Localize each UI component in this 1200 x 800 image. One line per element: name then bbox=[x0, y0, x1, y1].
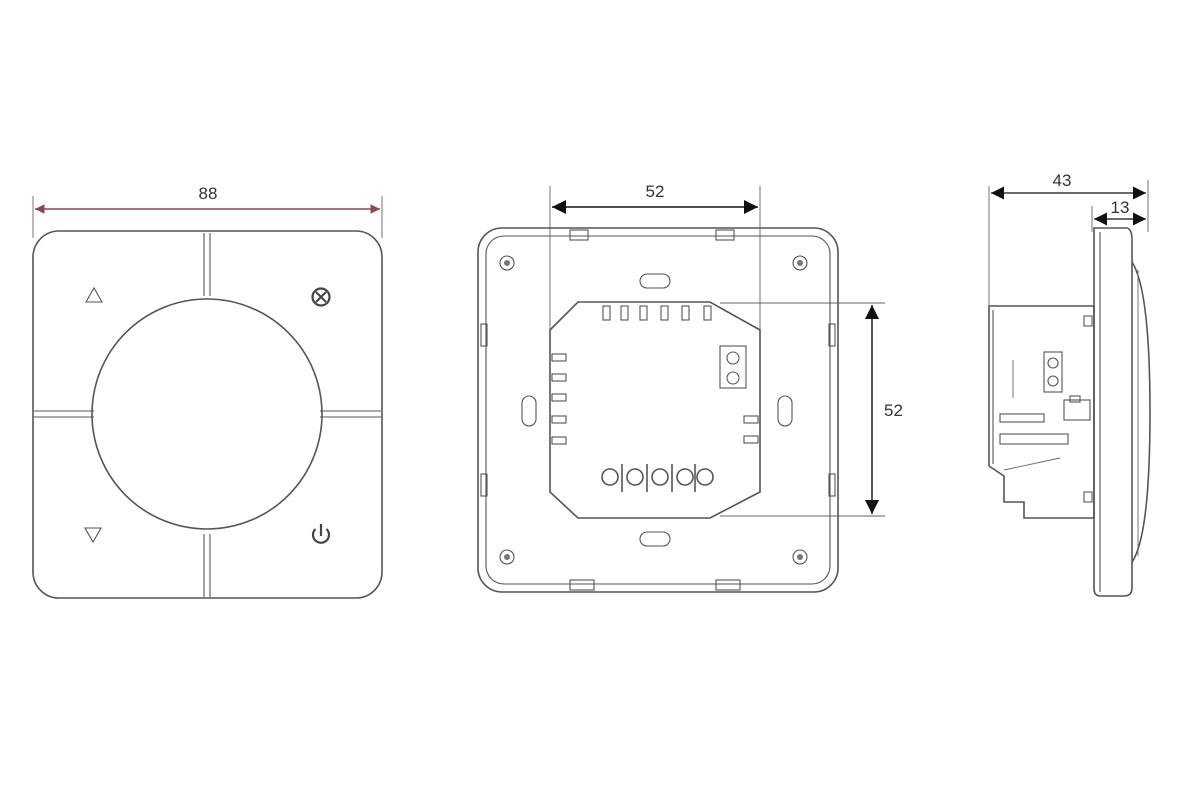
side-front-plate bbox=[1093, 227, 1133, 597]
bottom-clip-left bbox=[569, 579, 595, 591]
screw-holes bbox=[499, 255, 808, 565]
front-plate bbox=[32, 230, 383, 599]
mount-slot-right bbox=[777, 395, 793, 427]
mount-slot-bottom bbox=[639, 531, 671, 547]
back-view: 52 52 bbox=[477, 182, 903, 593]
side-housing bbox=[988, 305, 1095, 519]
junction-box bbox=[549, 301, 761, 519]
mount-slot-top bbox=[639, 273, 671, 289]
back-plate-inner bbox=[485, 235, 831, 585]
side-depth-dimension: 43 bbox=[988, 171, 1149, 305]
top-terminals bbox=[602, 305, 712, 321]
side-thickness-label: 13 bbox=[1111, 198, 1130, 217]
side-tab-right-upper bbox=[828, 323, 836, 347]
sensor-connector bbox=[719, 345, 747, 389]
side-tab-right-lower bbox=[828, 473, 836, 497]
power-icon bbox=[311, 524, 331, 544]
back-width-dimension: 52 bbox=[549, 182, 761, 330]
up-arrow-icon bbox=[85, 286, 103, 303]
bottom-clip-right bbox=[715, 579, 741, 591]
side-depth-label: 43 bbox=[1053, 171, 1072, 190]
right-terminals bbox=[743, 415, 759, 444]
down-arrow-icon bbox=[84, 527, 102, 544]
wire-terminal-block bbox=[601, 464, 714, 492]
back-width-label: 52 bbox=[646, 182, 665, 201]
side-tab-left-lower bbox=[480, 473, 488, 497]
side-thickness-dimension: 13 bbox=[1091, 198, 1146, 232]
mount-slot-left bbox=[521, 395, 537, 427]
top-clip-left bbox=[569, 229, 589, 241]
front-seams bbox=[34, 233, 381, 597]
back-height-label: 52 bbox=[884, 401, 903, 420]
mode-icon bbox=[311, 287, 331, 307]
left-terminals bbox=[551, 353, 567, 445]
front-width-label: 88 bbox=[199, 184, 218, 203]
front-width-dimension: 88 bbox=[32, 184, 383, 238]
center-dial bbox=[91, 298, 323, 530]
back-height-dimension: 52 bbox=[720, 302, 903, 517]
side-housing-details bbox=[999, 315, 1093, 503]
side-tab-left-upper bbox=[480, 323, 488, 347]
side-view: 43 13 bbox=[988, 171, 1151, 597]
top-clip-right bbox=[715, 229, 735, 241]
side-dial-bulge bbox=[1131, 261, 1151, 563]
back-plate bbox=[477, 227, 839, 593]
front-view: 88 bbox=[32, 184, 383, 599]
